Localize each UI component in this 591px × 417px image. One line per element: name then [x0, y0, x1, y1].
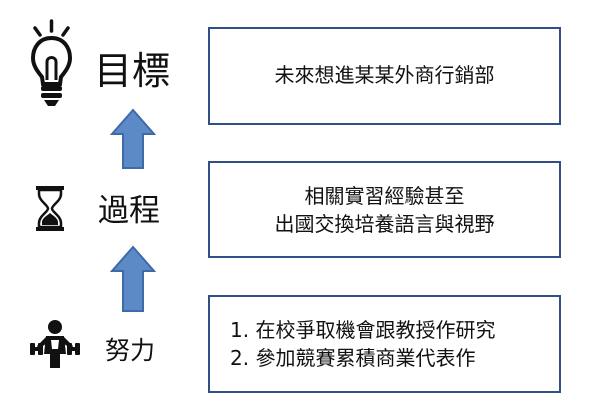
lightbulb-icon: [29, 18, 74, 110]
goal-text: 未來想進某某外商行銷部: [274, 63, 495, 87]
up-arrow-icon: [109, 108, 157, 170]
effort-box: 1. 在校爭取機會跟教授作研究 2. 參加競賽累積商業代表作: [208, 295, 561, 393]
effort-label: 努力: [105, 336, 156, 365]
effort-item-1: 1. 在校爭取機會跟教授作研究: [230, 318, 496, 342]
process-line-1: 相關實習經驗甚至: [304, 183, 465, 208]
up-arrow-icon: [109, 245, 157, 313]
weightlifter-icon: [29, 318, 81, 370]
process-line-2: 出國交換培養語言與視野: [274, 211, 495, 236]
process-label: 過程: [98, 193, 160, 229]
goal-box: 未來想進某某外商行銷部: [208, 27, 561, 125]
goal-label: 目標: [94, 49, 171, 93]
effort-item-2: 2. 參加競賽累積商業代表作: [230, 346, 476, 370]
hourglass-icon: [35, 185, 65, 232]
process-box: 相關實習經驗甚至 出國交換培養語言與視野: [208, 161, 561, 258]
